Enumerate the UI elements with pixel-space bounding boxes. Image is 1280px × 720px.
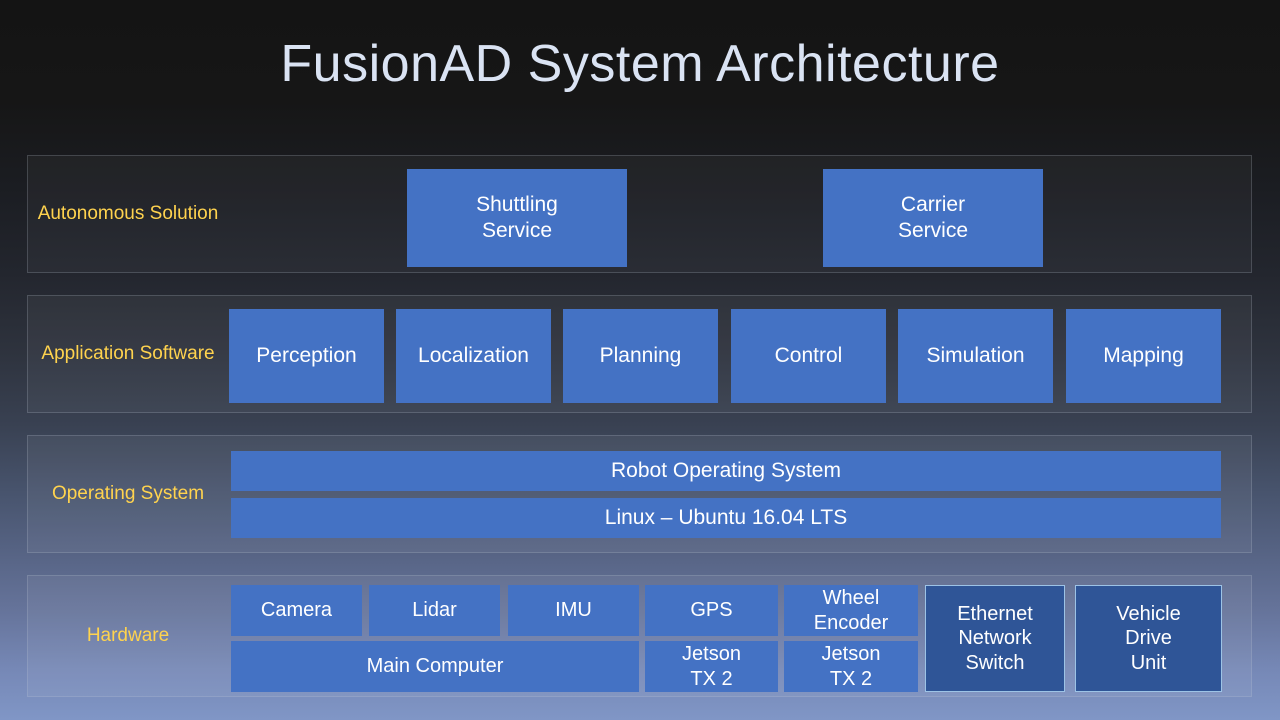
box-linux-ubuntu[interactable]: Linux – Ubuntu 16.04 LTS <box>231 498 1221 538</box>
box-robot-operating-system[interactable]: Robot Operating System <box>231 451 1221 491</box>
box-perception[interactable]: Perception <box>229 309 384 403</box>
box-simulation[interactable]: Simulation <box>898 309 1053 403</box>
box-jetson-tx2-gps[interactable]: Jetson TX 2 <box>645 641 778 692</box>
box-jetson-tx2-encoder[interactable]: Jetson TX 2 <box>784 641 918 692</box>
box-imu[interactable]: IMU <box>508 585 639 636</box>
box-localization[interactable]: Localization <box>396 309 551 403</box>
box-gps[interactable]: GPS <box>645 585 778 636</box>
box-ethernet-network-switch[interactable]: Ethernet Network Switch <box>925 585 1065 692</box>
page-title: FusionAD System Architecture <box>280 35 1000 93</box>
box-planning[interactable]: Planning <box>563 309 718 403</box>
box-control[interactable]: Control <box>731 309 886 403</box>
layer-band-hardware: Hardware <box>27 575 1252 697</box>
box-wheel-encoder[interactable]: Wheel Encoder <box>784 585 918 636</box>
box-shuttling-service[interactable]: Shuttling Service <box>407 169 627 267</box>
box-camera[interactable]: Camera <box>231 585 362 636</box>
box-vehicle-drive-unit[interactable]: Vehicle Drive Unit <box>1075 585 1222 692</box>
box-lidar[interactable]: Lidar <box>369 585 500 636</box>
layer-band-autonomous-solution: Autonomous Solution <box>27 155 1252 273</box>
box-carrier-service[interactable]: Carrier Service <box>823 169 1043 267</box>
box-main-computer[interactable]: Main Computer <box>231 641 639 692</box>
band-label-hardware: Hardware <box>86 625 170 647</box>
band-label-application-software: Application Software <box>41 343 215 365</box>
band-label-operating-system: Operating System <box>51 483 205 505</box>
band-label-autonomous-solution: Autonomous Solution <box>37 203 219 225</box>
box-mapping[interactable]: Mapping <box>1066 309 1221 403</box>
